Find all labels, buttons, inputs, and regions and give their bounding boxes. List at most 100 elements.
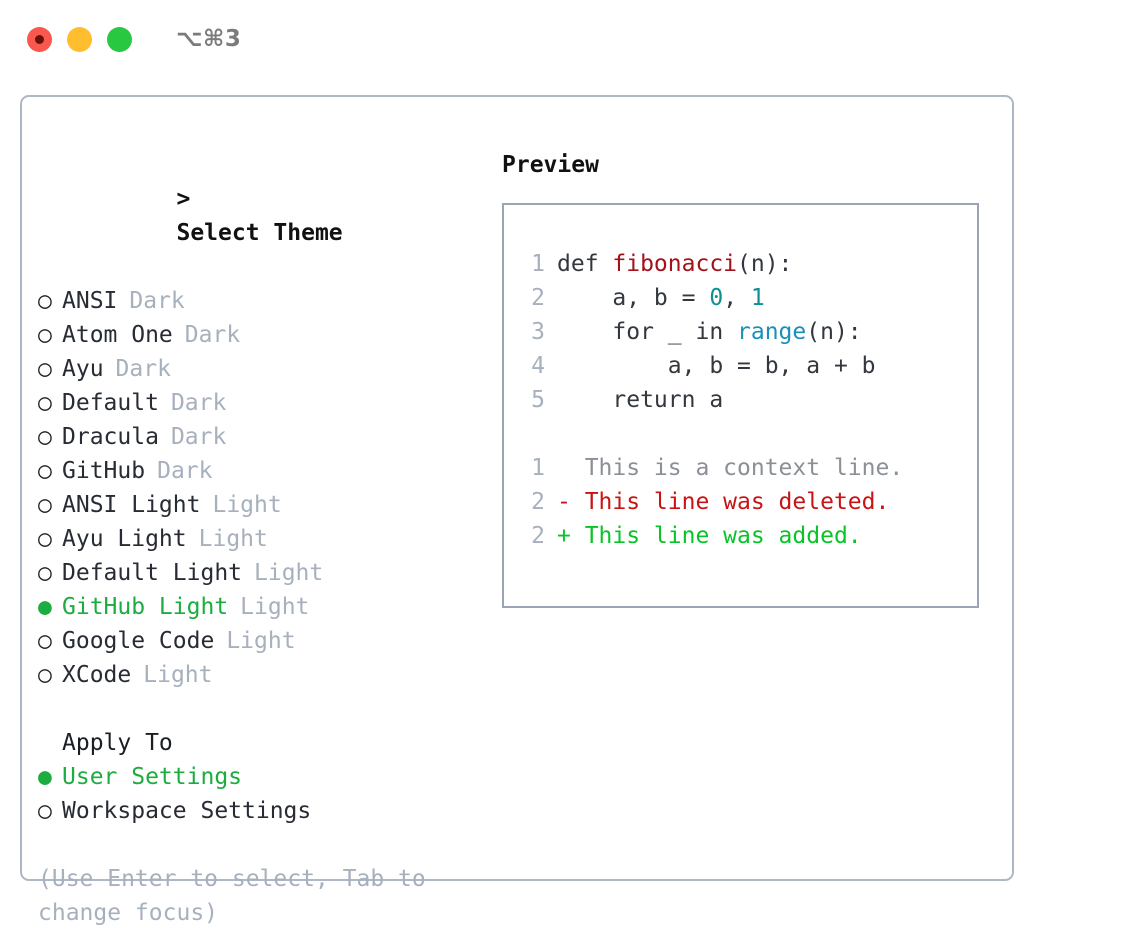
radio-selected-icon: ●: [38, 764, 52, 790]
code-line-text: a, b = 0, 1: [557, 281, 765, 315]
code-line-text: for _ in range(n):: [557, 315, 862, 349]
theme-option-ansi[interactable]: ○ ANSI Dark: [38, 284, 498, 318]
theme-option-label: Default: [62, 390, 159, 416]
diff-line: 1 This is a context line.: [519, 451, 971, 485]
theme-option-label: Default Light: [62, 560, 243, 586]
theme-variant-tag: Light: [226, 628, 296, 654]
code-line: 5 return a: [519, 383, 971, 417]
line-number: 3: [531, 319, 545, 345]
code-token-plain: return a: [557, 387, 724, 413]
radio-unselected-icon: ○: [38, 288, 52, 314]
theme-option-label: Ayu Light: [62, 526, 187, 552]
code-line-text: def fibonacci(n):: [557, 247, 792, 281]
diff-sample: 1 This is a context line. 2 - This line wa…: [519, 451, 971, 553]
theme-option-label: Atom One: [62, 322, 173, 348]
theme-option-google-code[interactable]: ○ Google Code Light: [38, 624, 498, 658]
radio-unselected-icon: ○: [38, 322, 52, 348]
title-bar: ⌥⌘3: [0, 0, 1140, 78]
code-blank-line: [519, 417, 971, 451]
theme-variant-tag: Dark: [170, 424, 227, 450]
line-number: 1: [531, 251, 545, 277]
close-window-button[interactable]: [27, 26, 52, 52]
theme-option-label: GitHub: [62, 458, 146, 484]
radio-unselected-icon: ○: [38, 628, 52, 654]
maximize-window-button[interactable]: [107, 26, 132, 52]
radio-unselected-icon: ○: [38, 390, 52, 416]
minimize-window-button[interactable]: [67, 26, 92, 52]
diff-line-text-add: + This line was added.: [557, 523, 862, 549]
apply-to-option-label: User Settings: [62, 764, 243, 790]
select-theme-heading: > Select Theme: [38, 148, 498, 284]
radio-unselected-icon: ○: [38, 356, 52, 382]
radio-unselected-icon: ○: [38, 662, 52, 688]
theme-variant-tag: Light: [240, 594, 310, 620]
code-token-plain: a, b =: [557, 285, 710, 311]
keyboard-hint-text: (Use Enter to select, Tab to change focu…: [38, 866, 426, 926]
caret-icon: >: [176, 186, 191, 212]
diff-line-text-del: - This line was deleted.: [557, 489, 890, 515]
apply-to-option-workspace-settings[interactable]: ○Workspace Settings: [38, 794, 498, 828]
keyboard-shortcut-label: ⌥⌘3: [176, 26, 242, 52]
code-token-call: range: [737, 319, 807, 345]
theme-option-ayu[interactable]: ○ Ayu Dark: [38, 352, 498, 386]
radio-unselected-icon: ○: [38, 458, 52, 484]
code-line-text: return a: [557, 383, 723, 417]
code-token-plain: a, b = b, a + b: [557, 353, 876, 379]
code-token-plain: (n):: [806, 319, 862, 345]
apply-to-heading: Apply To: [62, 730, 173, 756]
line-number: 4: [531, 353, 545, 379]
theme-variant-tag: Dark: [170, 390, 227, 416]
list-spacer: [38, 692, 498, 726]
code-line: 1 def fibonacci(n):: [519, 247, 971, 281]
theme-variant-tag: Dark: [129, 288, 185, 314]
theme-option-label: Google Code: [62, 628, 215, 654]
code-line: 3 for _ in range(n):: [519, 315, 971, 349]
theme-option-label: Ayu: [62, 356, 104, 382]
theme-variant-tag: Dark: [157, 458, 213, 484]
code-token-plain: ,: [723, 285, 751, 311]
line-number: 1: [531, 455, 545, 481]
theme-option-label: Dracula: [62, 424, 159, 450]
theme-option-label: XCode: [62, 662, 132, 688]
theme-option-default[interactable]: ○ Default Dark: [38, 386, 498, 420]
radio-unselected-icon: ○: [38, 560, 52, 586]
code-token-num: 0: [709, 285, 724, 311]
apply-to-option-user-settings[interactable]: ● User Settings: [38, 760, 498, 794]
theme-option-label: ANSI: [62, 288, 118, 314]
code-token-num: 1: [750, 285, 765, 311]
theme-variant-tag: Light: [212, 492, 282, 518]
theme-option-label: GitHub Light: [62, 594, 229, 620]
preview-heading: Preview: [502, 152, 599, 178]
radio-unselected-icon: ○: [38, 526, 52, 552]
line-number: 2: [531, 523, 545, 549]
code-token-plain: for _ in: [557, 319, 738, 345]
diff-line: 2 - This line was deleted.: [519, 485, 971, 519]
code-line-text: a, b = b, a + b: [557, 349, 876, 383]
line-number: 2: [531, 489, 545, 515]
theme-option-atom-one[interactable]: ○ Atom One Dark: [38, 318, 498, 352]
radio-unselected-icon: ○: [38, 492, 52, 518]
radio-selected-icon: ●: [38, 594, 52, 620]
code-line: 4 a, b = b, a + b: [519, 349, 971, 383]
code-line: 2 a, b = 0, 1: [519, 281, 971, 315]
theme-variant-tag: Dark: [115, 356, 171, 382]
theme-option-github[interactable]: ○ GitHub Dark: [38, 454, 498, 488]
theme-option-github-light[interactable]: ● GitHub Light Light: [38, 590, 498, 624]
diff-line-text-context: This is a context line.: [557, 455, 904, 481]
select-theme-heading-label: Select Theme: [176, 220, 343, 246]
theme-variant-tag: Light: [143, 662, 213, 688]
theme-variant-tag: Dark: [184, 322, 241, 348]
theme-option-xcode[interactable]: ○ XCode Light: [38, 658, 498, 692]
code-token-plain: (n):: [737, 251, 793, 277]
